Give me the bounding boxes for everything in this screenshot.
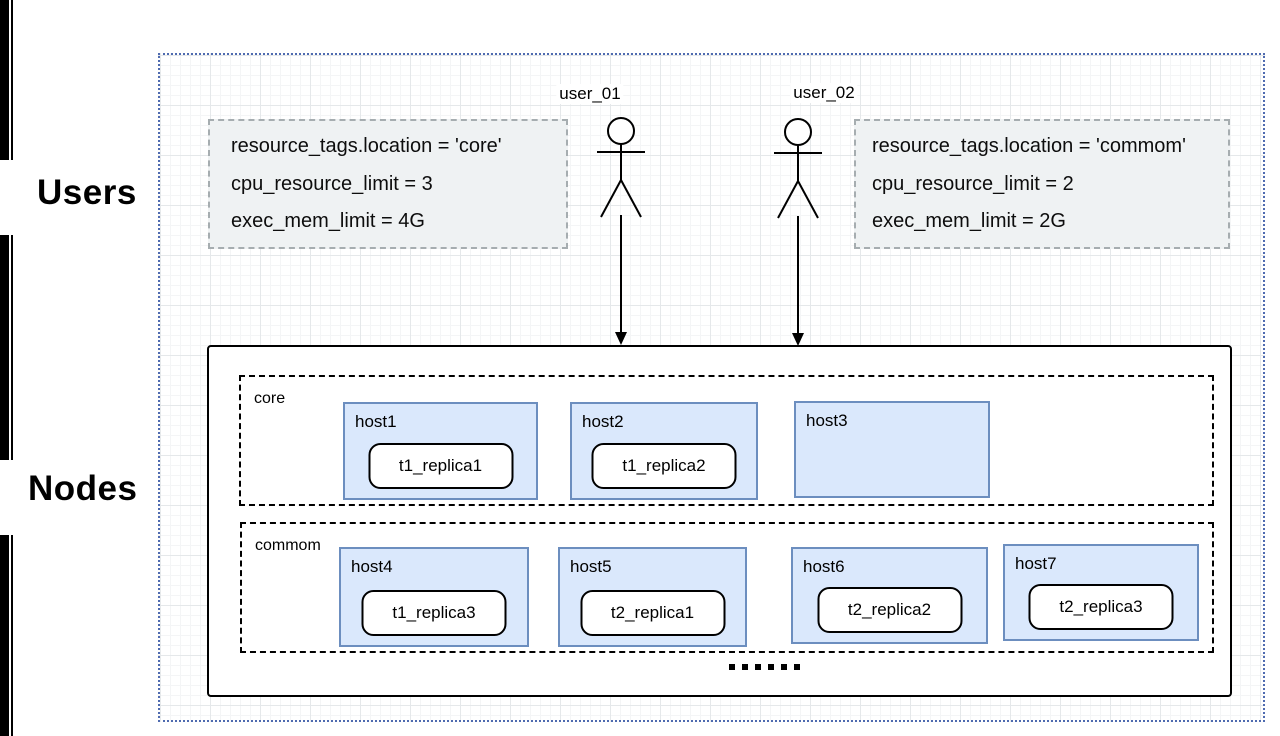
zone-core-label: core: [254, 390, 286, 407]
host5-label: host5: [570, 557, 612, 576]
zone-commom-label: commom: [255, 537, 321, 554]
host6-label: host6: [803, 557, 845, 576]
user01-arrow-down-icon: [615, 215, 627, 345]
host3-label: host3: [806, 411, 848, 430]
zone-core: core host1 t1_replica1 host2 t1_replica2…: [239, 375, 1214, 506]
ellipsis-dots: [729, 664, 800, 670]
host6-box: host6 t2_replica2: [791, 547, 988, 644]
host1-box: host1 t1_replica1: [343, 402, 538, 500]
user01-actor-icon: [597, 117, 645, 218]
config-line-location: resource_tags.location = 'core': [231, 135, 502, 158]
ellipsis-dot: [742, 664, 748, 670]
zone-commom: commom host4 t1_replica3 host5 t2_replic…: [240, 522, 1214, 653]
host4-label: host4: [351, 557, 393, 576]
ellipsis-dot: [755, 664, 761, 670]
replica-t2-replica2: t2_replica2: [817, 587, 962, 633]
host7-label: host7: [1015, 554, 1057, 573]
ellipsis-dot: [768, 664, 774, 670]
replica-t1-replica3: t1_replica3: [361, 590, 507, 636]
users-section-label: Users: [37, 173, 137, 212]
diagram-board: resource_tags.location = 'core' cpu_reso…: [158, 53, 1265, 722]
host7-box: host7 t2_replica3: [1003, 544, 1199, 641]
ellipsis-dot: [781, 664, 787, 670]
user02-label: user_02: [790, 83, 858, 103]
left-edge-bar-bottom: [0, 535, 13, 736]
host1-label: host1: [355, 412, 397, 431]
config-line-cpu: cpu_resource_limit = 2: [872, 172, 1074, 195]
host2-box: host2 t1_replica2: [570, 402, 758, 500]
user02-arrow-down-icon: [792, 216, 804, 346]
replica-t2-replica3: t2_replica3: [1028, 584, 1174, 630]
user02-config-box: resource_tags.location = 'commom' cpu_re…: [854, 119, 1230, 249]
config-line-location: resource_tags.location = 'commom': [872, 135, 1186, 158]
nodes-section-label: Nodes: [28, 469, 138, 508]
host2-label: host2: [582, 412, 624, 431]
left-edge-bar-middle: [0, 235, 13, 460]
replica-t1-replica1: t1_replica1: [368, 443, 513, 489]
ellipsis-dot: [729, 664, 735, 670]
replica-t2-replica1: t2_replica1: [580, 590, 725, 636]
host4-box: host4 t1_replica3: [339, 547, 529, 647]
config-line-mem: exec_mem_limit = 4G: [231, 209, 425, 232]
host3-box: host3: [794, 401, 990, 498]
nodes-container: core host1 t1_replica1 host2 t1_replica2…: [207, 345, 1232, 697]
replica-t1-replica2: t1_replica2: [591, 443, 737, 489]
ellipsis-dot: [794, 664, 800, 670]
user01-label: user_01: [556, 84, 624, 104]
actors-and-arrows-layer: [597, 117, 822, 346]
host5-box: host5 t2_replica1: [558, 547, 747, 647]
left-edge-bar-top: [0, 0, 13, 160]
config-line-mem: exec_mem_limit = 2G: [872, 209, 1066, 232]
user02-actor-icon: [774, 118, 822, 219]
user01-config-box: resource_tags.location = 'core' cpu_reso…: [208, 119, 568, 249]
config-line-cpu: cpu_resource_limit = 3: [231, 172, 433, 195]
